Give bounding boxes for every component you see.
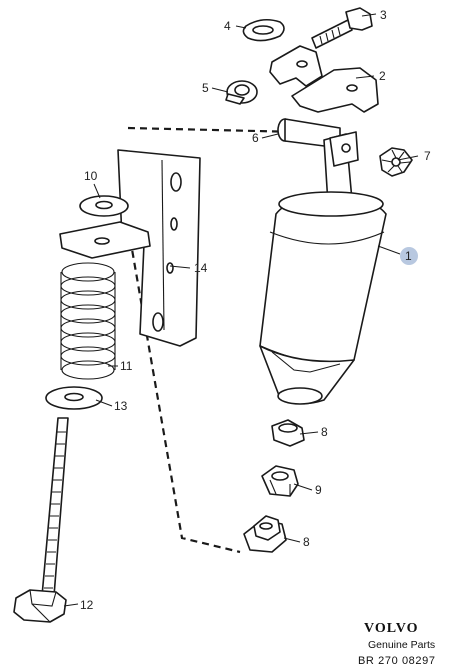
callout-12: 12 xyxy=(80,598,94,612)
part-4-oval-washer xyxy=(242,18,285,42)
callout-1: 1 xyxy=(405,249,412,263)
callout-8-lower: 8 xyxy=(303,535,310,549)
leader-lines xyxy=(63,13,419,607)
part-7-star-washer xyxy=(379,147,413,177)
assembly-dashed-outline xyxy=(118,126,301,554)
volvo-logo: VOLVO xyxy=(364,621,419,636)
callout-4: 4 xyxy=(224,19,231,33)
reference-code: BR 270 08297 xyxy=(358,655,436,667)
part-5-bushing xyxy=(225,80,258,105)
callout-13: 13 xyxy=(114,399,128,413)
part-8-upper-nut xyxy=(271,419,305,447)
callout-8-upper: 8 xyxy=(321,425,328,439)
part-9-hex-nut xyxy=(261,465,299,497)
part-12-bolt xyxy=(13,417,69,623)
part-2-bracket xyxy=(269,45,379,113)
part-8-lower-nut xyxy=(243,515,287,553)
part-11-spring xyxy=(60,262,116,380)
callout-6: 6 xyxy=(252,131,259,145)
callout-10: 10 xyxy=(84,169,98,183)
callout-7: 7 xyxy=(424,149,431,163)
callout-9: 9 xyxy=(315,483,322,497)
part-14-mounting-plate xyxy=(59,149,201,347)
callout-1-highlight xyxy=(400,247,418,265)
part-1-solenoid xyxy=(259,131,387,405)
part-3-bolt xyxy=(311,7,373,49)
callout-3: 3 xyxy=(380,8,387,22)
genuine-parts-label: Genuine Parts xyxy=(368,639,435,651)
callout-14: 14 xyxy=(194,261,208,275)
callout-2: 2 xyxy=(379,69,386,83)
callout-11: 11 xyxy=(120,359,133,373)
part-10-washer xyxy=(79,195,129,217)
part-13-washer xyxy=(45,386,103,410)
callout-5: 5 xyxy=(202,81,209,95)
